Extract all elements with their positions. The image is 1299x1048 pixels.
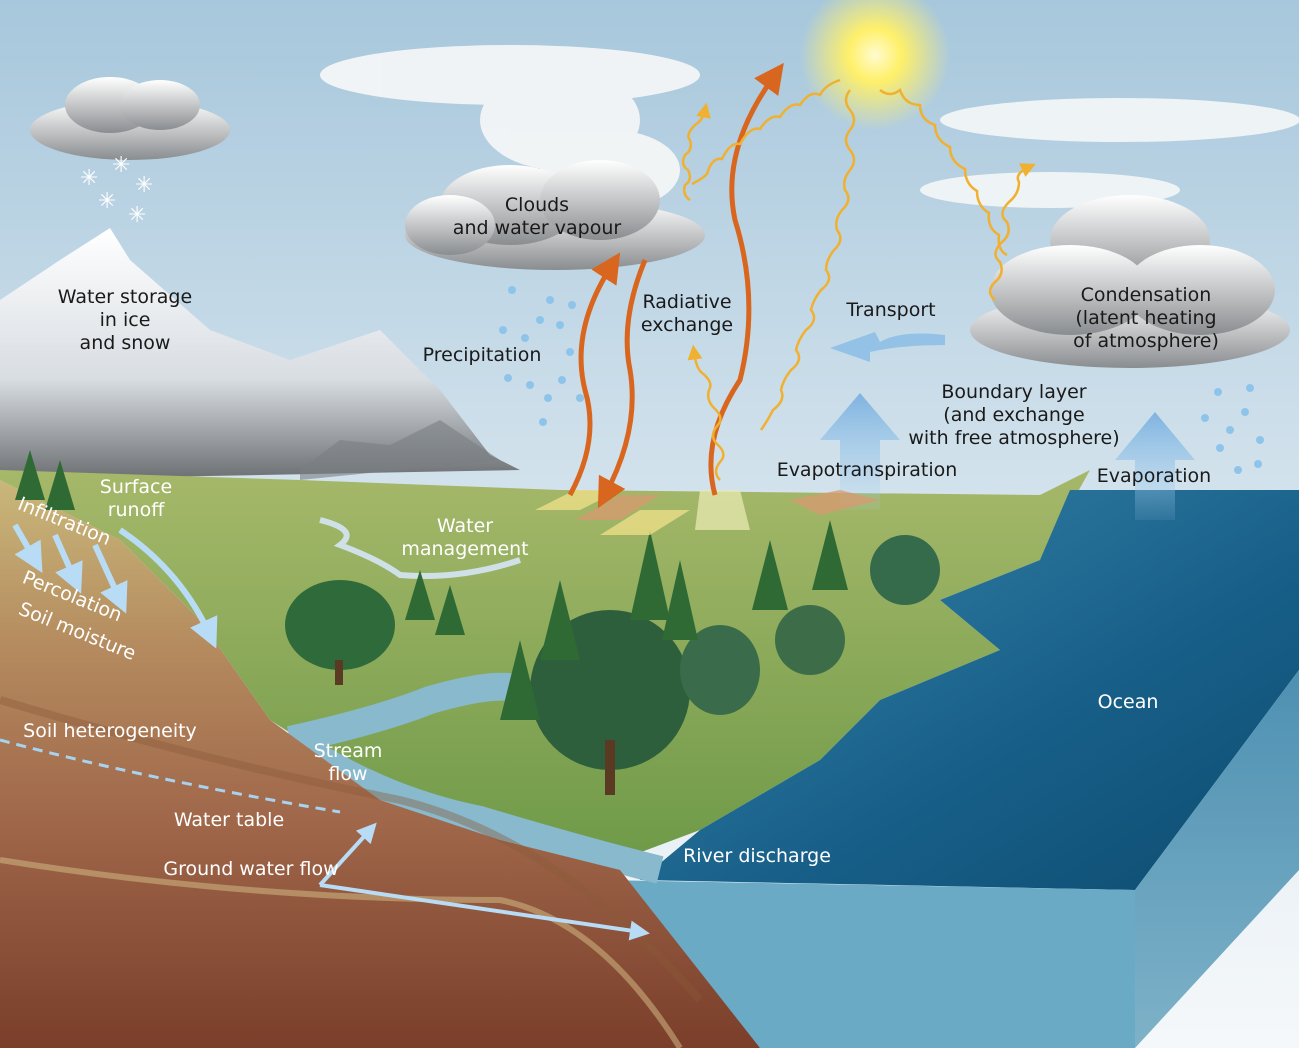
transport-arrow xyxy=(830,332,945,362)
label-soil-heterogeneity: Soil heterogeneity xyxy=(23,720,197,742)
evaporation-arrow xyxy=(1115,412,1195,520)
soil-layer-line xyxy=(0,696,704,1003)
flow-arrows xyxy=(12,523,650,941)
river-upper xyxy=(319,517,521,579)
svg-text:✳: ✳ xyxy=(98,189,116,214)
label-transport: Transport xyxy=(845,299,935,321)
soil-layer-line-2 xyxy=(0,857,683,1048)
surface-patches xyxy=(535,490,880,535)
ocean-side xyxy=(1135,670,1299,1048)
evapotranspiration-arrow xyxy=(820,393,900,510)
snowflake-icons: ✳✳✳✳✳ xyxy=(80,153,153,228)
soil-cross-section xyxy=(0,480,760,1048)
clouds-cloud xyxy=(405,160,705,270)
svg-text:✳: ✳ xyxy=(128,203,146,228)
condensation-drops xyxy=(1201,384,1264,474)
svg-text:✳: ✳ xyxy=(112,153,130,178)
svg-text:✳: ✳ xyxy=(80,166,98,191)
label-evaporation: Evaporation xyxy=(1097,465,1211,487)
ocean xyxy=(640,490,1299,890)
condensation-cloud xyxy=(970,195,1290,368)
precipitation-drops xyxy=(499,286,584,426)
stream xyxy=(282,672,664,884)
label-water-table: Water table xyxy=(174,809,284,831)
label-river-discharge: River discharge xyxy=(683,845,831,867)
label-evapotranspiration: Evapotranspiration xyxy=(777,459,958,481)
water-table-line xyxy=(0,738,341,814)
forest xyxy=(15,450,940,795)
ocean-front xyxy=(600,880,1135,1048)
mountain-shadow xyxy=(300,420,500,480)
label-ground-water-flow: Ground water flow xyxy=(163,858,338,880)
svg-text:✳: ✳ xyxy=(135,173,153,198)
radiative-arrows xyxy=(567,62,784,509)
mountains xyxy=(0,228,520,480)
label-ocean: Ocean xyxy=(1098,691,1159,713)
solar-radiation-waves xyxy=(681,78,1036,481)
sun xyxy=(800,0,950,130)
label-precipitation: Precipitation xyxy=(423,344,542,366)
snow-cloud xyxy=(30,77,230,160)
